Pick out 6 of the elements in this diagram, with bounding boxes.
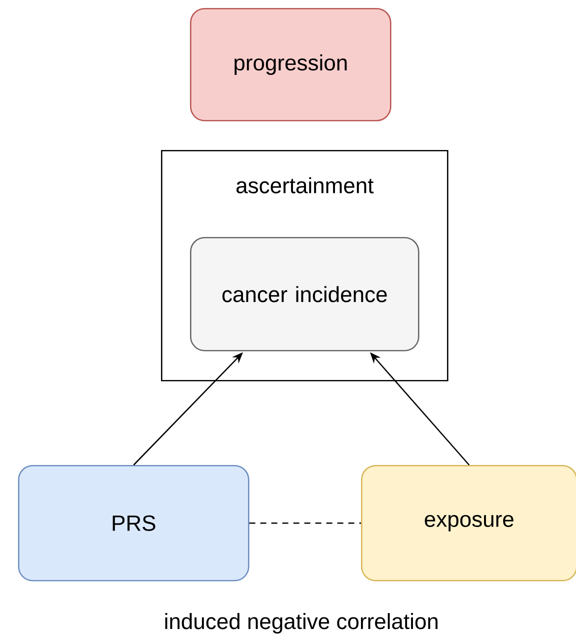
process-box: cancer incidence (190, 237, 420, 352)
process-box: PRS (18, 465, 250, 582)
process-box: exposure (361, 465, 576, 582)
dashed-line (249, 522, 361, 524)
edge-label: induced negative correlation (165, 613, 438, 634)
process-box: progression (190, 8, 392, 122)
